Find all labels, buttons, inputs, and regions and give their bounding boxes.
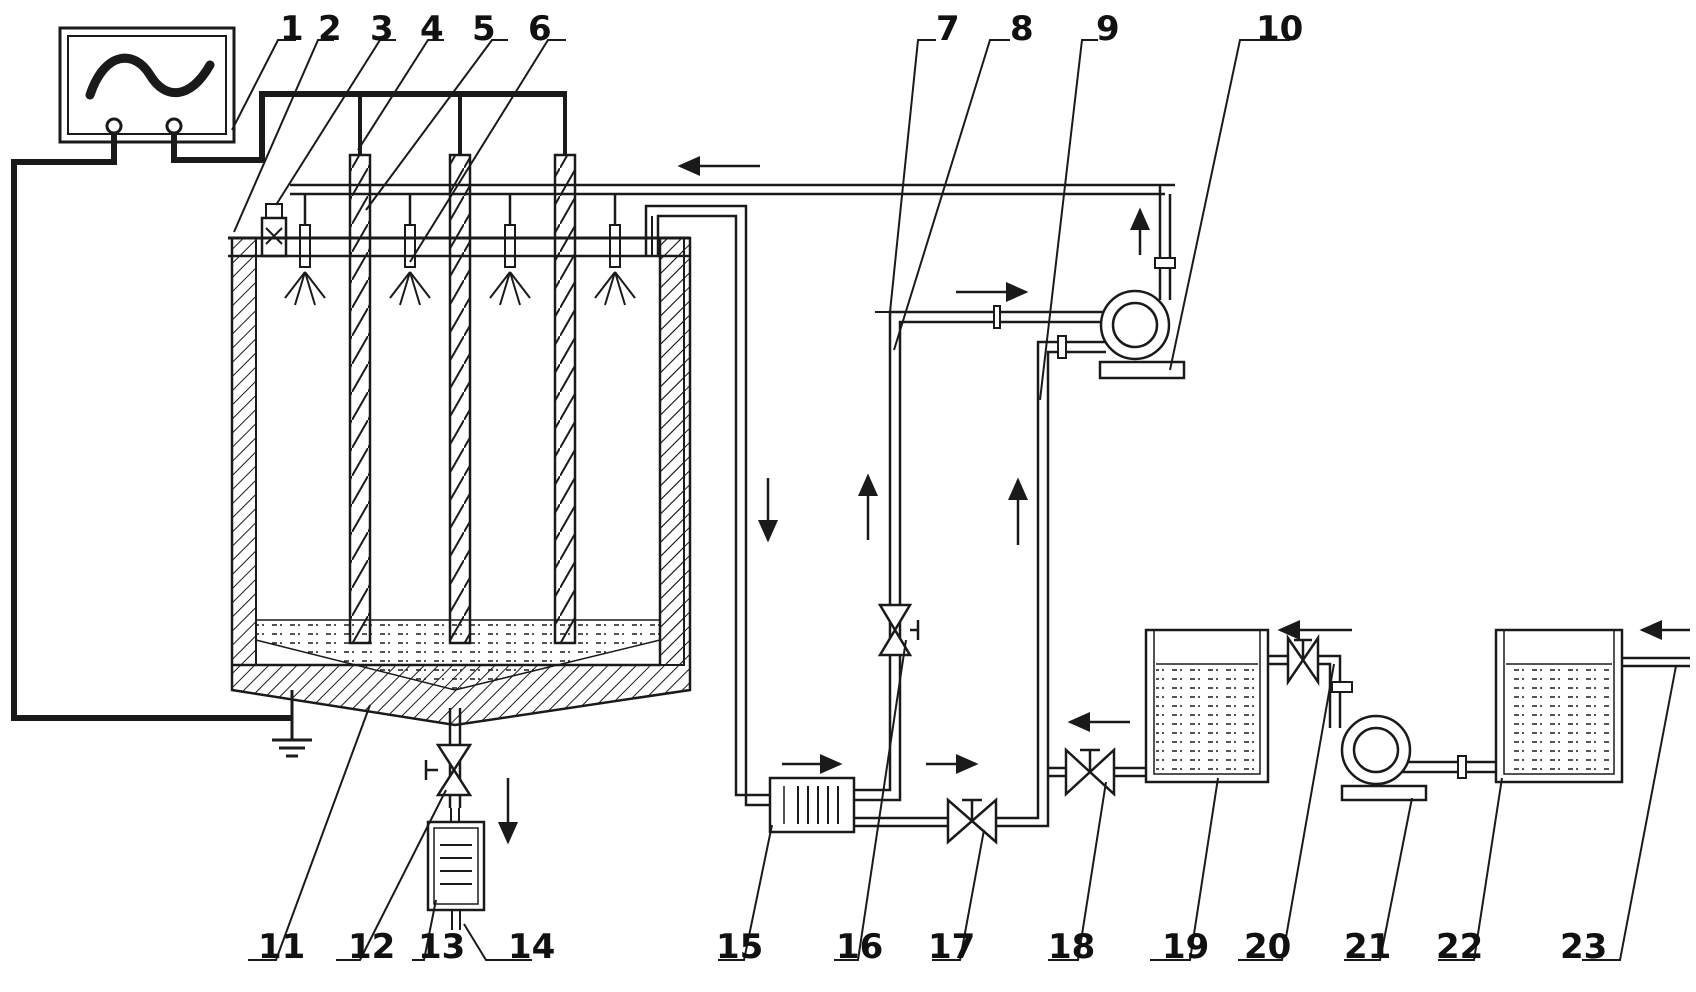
valve-icon [424,743,473,797]
nozzle-icon [284,194,326,306]
transfer-pipe [1268,654,1504,779]
part-label-22: 22 [1436,927,1483,967]
valve-icon [877,603,920,657]
part-label-10: 10 [1256,9,1303,49]
part-label-18: 18 [1048,927,1095,967]
pump-icon [1340,714,1428,802]
collector [426,808,486,930]
part-label-13: 13 [418,927,465,967]
electrode-rod [448,153,472,645]
part-label-3: 3 [370,9,394,49]
part-label-19: 19 [1162,927,1209,967]
power-wiring [11,91,567,721]
part-label-6: 6 [528,9,552,49]
valve-icon [1286,633,1320,687]
leader-lines [231,39,1677,961]
part-label-1: 1 [280,9,304,49]
electrode-rod [553,153,577,645]
part-label-11: 11 [258,927,305,967]
part-label-4: 4 [420,9,444,49]
nozzle-icon [489,194,531,306]
outlet-pipe [644,204,778,807]
recycle-pipe [854,305,1106,802]
part-label-21: 21 [1344,927,1391,967]
part-label-14: 14 [508,927,555,967]
part-label-7: 7 [936,9,960,49]
gas-inlet-valve [260,203,288,258]
storage-tank [1494,628,1624,784]
liquid-pipe [854,335,1106,828]
feed-pipe [1048,766,1146,778]
part-label-17: 17 [928,927,975,967]
pump-icon [1098,185,1186,380]
spray-header [290,183,1175,196]
ac-power-source-icon [58,26,236,144]
part-label-8: 8 [1010,9,1034,49]
part-label-20: 20 [1244,927,1291,967]
heat-exchanger [768,776,856,834]
valve-icon [946,797,998,845]
part-label-5: 5 [472,9,496,49]
part-label-2: 2 [318,9,342,49]
inlet-pipe [1622,656,1690,668]
valve-icon [1064,747,1116,797]
part-label-12: 12 [348,927,395,967]
nozzle-icon [389,194,431,306]
part-label-16: 16 [836,927,883,967]
part-label-15: 15 [716,927,763,967]
electrode-rod [348,153,372,645]
storage-tank [1144,628,1270,784]
nozzle-icon [594,194,636,306]
part-label-9: 9 [1096,9,1120,49]
part-label-23: 23 [1560,927,1607,967]
